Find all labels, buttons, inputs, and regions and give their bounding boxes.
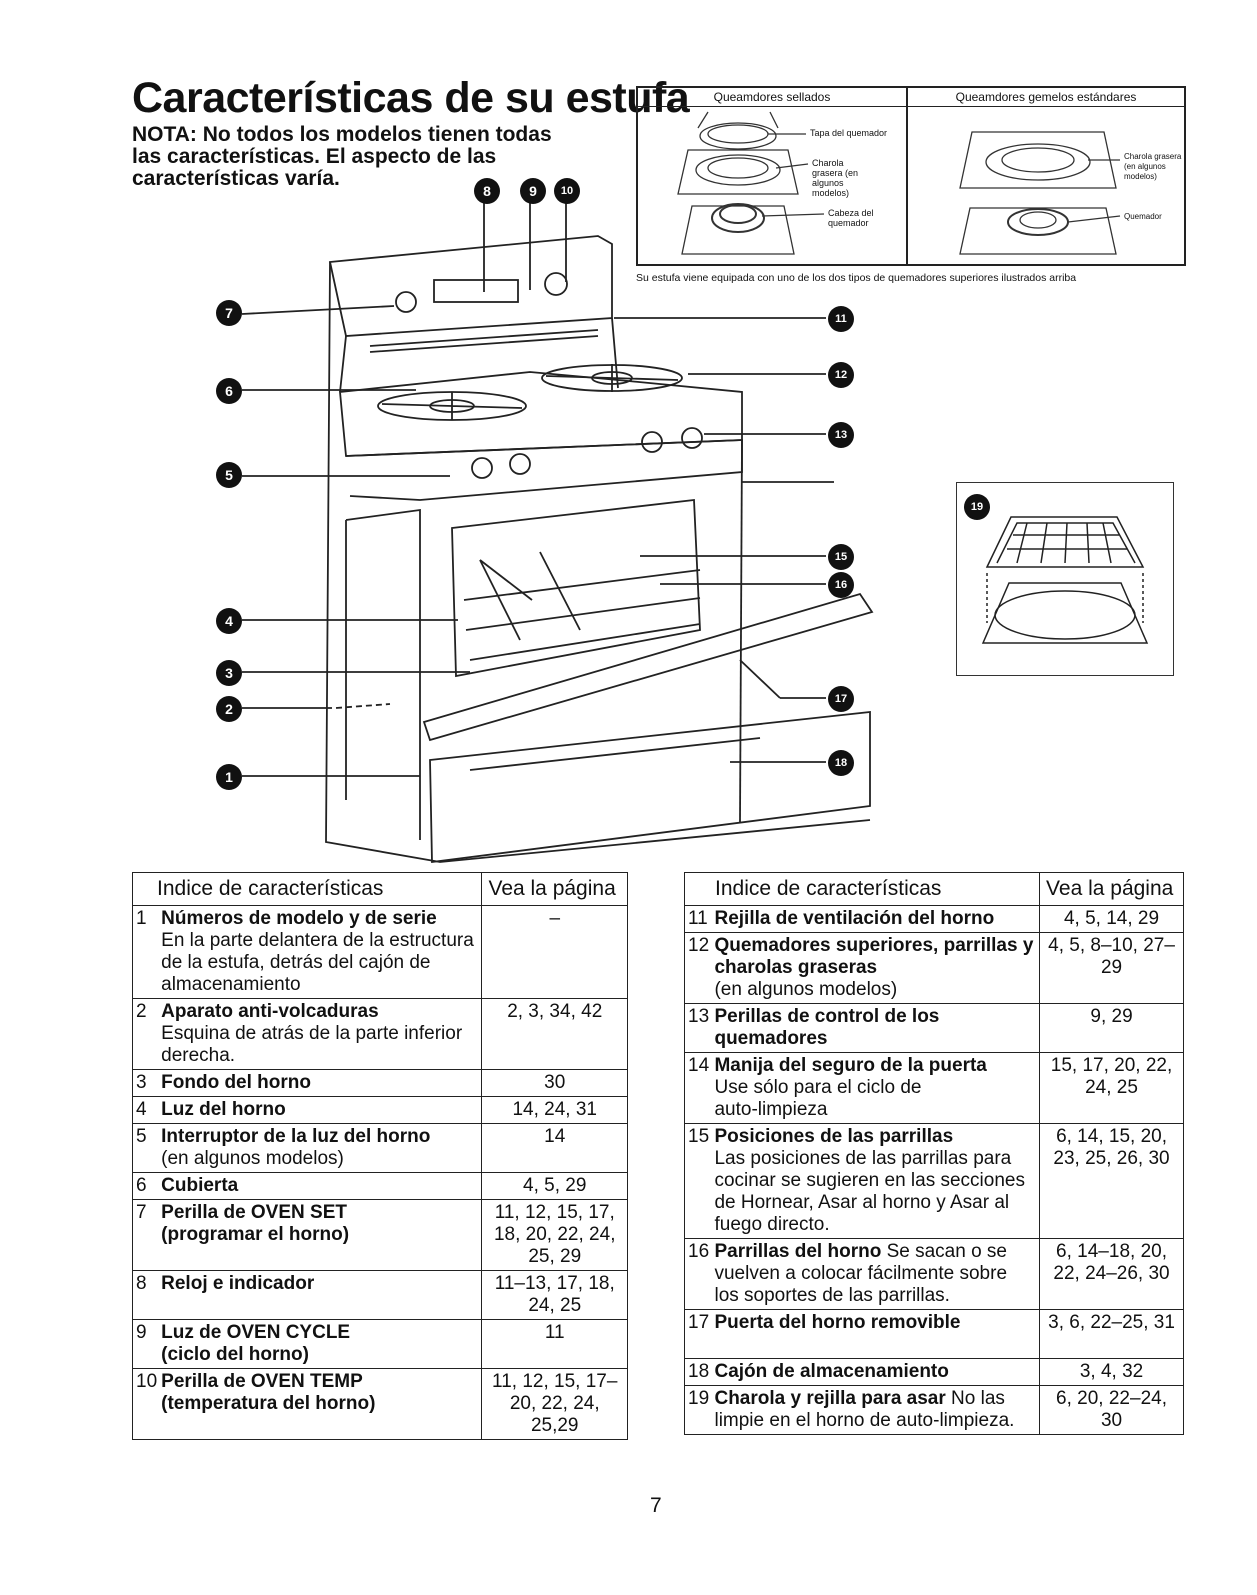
table-row: 11 Rejilla de ventilación del horno 4, 5…	[684, 905, 1184, 933]
badge-19: 19	[964, 494, 990, 520]
table-row: 6 Cubierta 4, 5, 29	[132, 1172, 628, 1200]
badge-17: 17	[828, 686, 854, 712]
badge-4: 4	[216, 608, 242, 634]
table-row: 7 Perilla de OVEN SET (programar el horn…	[132, 1199, 628, 1271]
badge-12: 12	[828, 362, 854, 388]
drip-pan-label-standard: Charola grasera (en algunos modelos)	[1124, 152, 1182, 181]
col-header-features: Indice de características	[683, 872, 1041, 906]
table-row: 8 Reloj e indicador 11–13, 17, 18, 24, 2…	[132, 1270, 628, 1320]
badge-10: 10	[554, 178, 580, 204]
page-number: 7	[650, 1494, 662, 1517]
broiler-pan-box	[956, 482, 1174, 676]
drip-pan-label-sealed: Charola grasera (en algunos modelos)	[812, 158, 859, 198]
table-row: 16 Parrillas del horno Se sacan o se vue…	[684, 1238, 1184, 1310]
models-note: NOTA: No todos los modelos tienen todas …	[132, 123, 552, 190]
badge-13: 13	[828, 422, 854, 448]
col-header-page: Vea la página	[1039, 872, 1184, 906]
page-title: Características de su estufa	[132, 74, 690, 122]
burner-illustrations	[677, 111, 1121, 255]
broiler-pan-illustration	[981, 516, 1149, 644]
badge-18: 18	[828, 750, 854, 776]
badge-15: 15	[828, 544, 854, 570]
table-row: 5 Interruptor de la luz del horno(en alg…	[132, 1123, 628, 1173]
badge-11: 11	[828, 306, 854, 332]
features-index-right: Indice de características Vea la página …	[683, 872, 1184, 1435]
col-header-page: Vea la página	[481, 872, 628, 906]
badge-6: 6	[216, 378, 242, 404]
burner-types-box: Queamdores sellados Queamdores gemelos e…	[636, 86, 1186, 266]
table-row: 3 Fondo del horno 30	[132, 1069, 628, 1097]
cap-label: Tapa del quemador	[810, 128, 888, 138]
table-row: 10 Perilla de OVEN TEMP (temperatura del…	[132, 1368, 628, 1440]
table-row: 4 Luz del horno 14, 24, 31	[132, 1096, 628, 1124]
burner-caption: Su estufa viene equipada con uno de los …	[636, 272, 1077, 284]
badge-8: 8	[474, 178, 500, 204]
badge-7: 7	[216, 300, 242, 326]
features-index-left: Indice de características Vea la página …	[131, 872, 628, 1440]
badge-5: 5	[216, 462, 242, 488]
badge-9: 9	[520, 178, 546, 204]
burner-label: Quemador	[1124, 212, 1162, 221]
table-row: 17 Puerta del horno removible 3, 6, 22–2…	[684, 1309, 1184, 1359]
table-row: 13 Perillas de control de los quemadores…	[684, 1003, 1184, 1053]
table-row: 18 Cajón de almacenamiento 3, 4, 32	[684, 1358, 1184, 1386]
range-diagram	[241, 200, 874, 864]
head-label: Cabeza del quemador	[828, 208, 874, 228]
standard-burners-header: Queamdores gemelos estándares	[908, 88, 1184, 107]
table-row: 9 Luz de OVEN CYCLE (ciclo del horno) 11	[132, 1319, 628, 1369]
badge-1: 1	[216, 764, 242, 790]
badge-2: 2	[216, 696, 242, 722]
table-row: 19 Charola y rejilla para asar No las li…	[684, 1385, 1184, 1435]
col-header-features: Indice de características	[131, 872, 483, 906]
badge-3: 3	[216, 660, 242, 686]
table-row: 12 Quemadores superiores, parrillas y ch…	[684, 932, 1184, 1004]
badge-16: 16	[828, 572, 854, 598]
